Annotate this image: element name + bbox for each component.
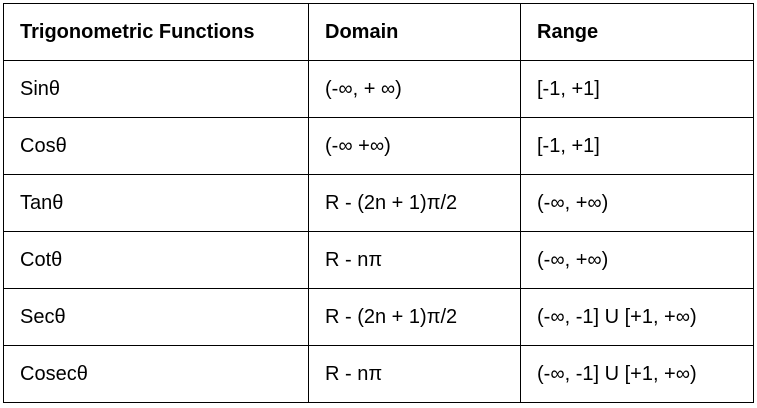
table-header-row: Trigonometric Functions Domain Range [3,3,754,61]
domain-cell: R - nπ [308,231,521,289]
table-row: Tanθ R - (2n + 1)π/2 (-∞, +∞) [3,174,754,232]
function-cell: Secθ [3,288,309,346]
table-row: Cotθ R - nπ (-∞, +∞) [3,231,754,289]
domain-cell: R - (2n + 1)π/2 [308,288,521,346]
range-cell: (-∞, +∞) [520,174,754,232]
header-functions: Trigonometric Functions [3,3,309,61]
domain-cell: (-∞, + ∞) [308,60,521,118]
trig-table-container: Trigonometric Functions Domain Range Sin… [3,3,754,403]
trig-functions-table: Trigonometric Functions Domain Range Sin… [3,3,754,403]
function-cell: Cosθ [3,117,309,175]
function-cell: Tanθ [3,174,309,232]
domain-cell: R - (2n + 1)π/2 [308,174,521,232]
range-cell: [-1, +1] [520,60,754,118]
header-domain: Domain [308,3,521,61]
domain-cell: R - nπ [308,345,521,403]
function-cell: Sinθ [3,60,309,118]
range-cell: (-∞, -1] U [+1, +∞) [520,288,754,346]
function-cell: Cotθ [3,231,309,289]
range-cell: (-∞, +∞) [520,231,754,289]
table-row: Secθ R - (2n + 1)π/2 (-∞, -1] U [+1, +∞) [3,288,754,346]
range-cell: (-∞, -1] U [+1, +∞) [520,345,754,403]
function-cell: Cosecθ [3,345,309,403]
table-row: Cosecθ R - nπ (-∞, -1] U [+1, +∞) [3,345,754,403]
table-row: Sinθ (-∞, + ∞) [-1, +1] [3,60,754,118]
range-cell: [-1, +1] [520,117,754,175]
table-row: Cosθ (-∞ +∞) [-1, +1] [3,117,754,175]
domain-cell: (-∞ +∞) [308,117,521,175]
header-range: Range [520,3,754,61]
